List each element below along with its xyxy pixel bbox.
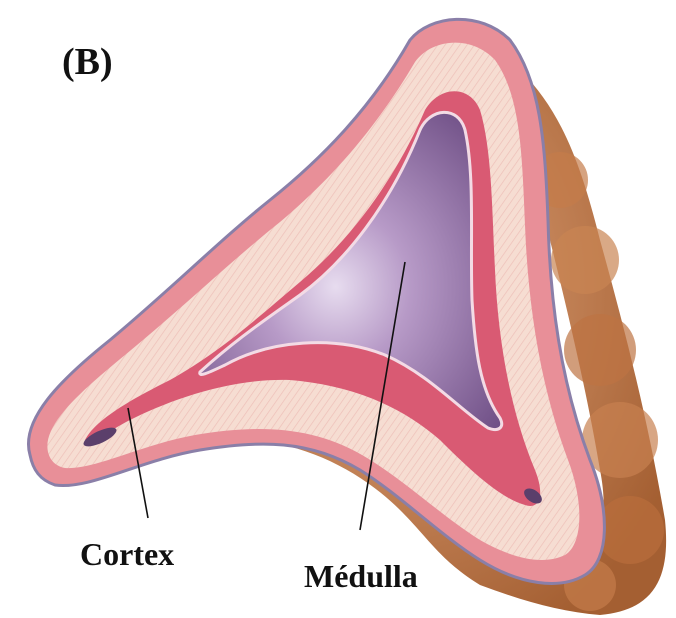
fat-lobule — [551, 226, 619, 294]
cortex-label: Cortex — [80, 536, 174, 573]
medulla-label: Médulla — [304, 558, 418, 595]
fat-lobule — [564, 314, 636, 386]
panel-label: (B) — [62, 40, 113, 84]
fat-lobule — [596, 496, 664, 564]
